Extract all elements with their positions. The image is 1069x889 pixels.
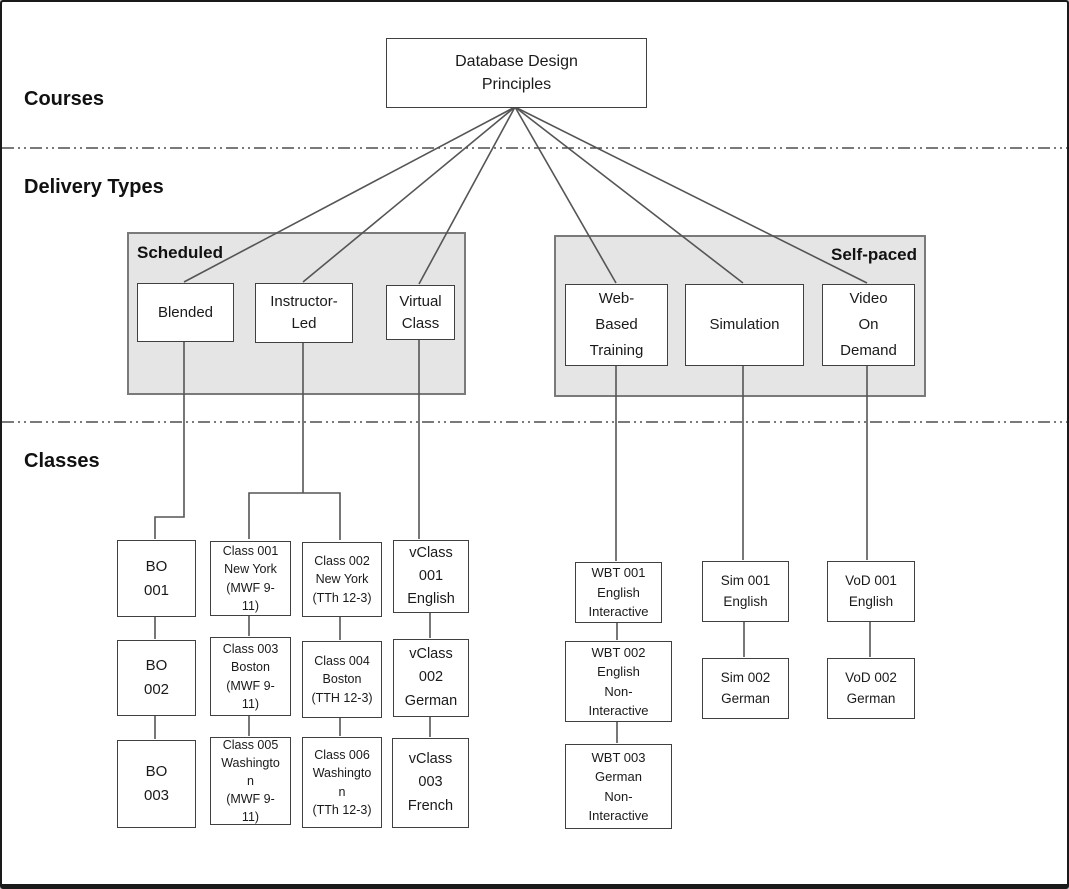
- node-delivery-instructor-led: Instructor- Led: [255, 283, 353, 343]
- lane-label-courses: Courses: [24, 88, 105, 110]
- node-vod-001: VoD 001 English: [827, 561, 915, 622]
- node-vclass-001: vClass 001 English: [393, 540, 469, 613]
- node-class-002: Class 002 New York (TTh 12-3): [302, 542, 382, 617]
- group-scheduled-label: Scheduled: [137, 243, 223, 262]
- group-self-paced-label: Self-paced: [831, 245, 917, 264]
- node-class-006: Class 006 Washingto n (TTh 12-3): [302, 737, 382, 828]
- node-wbt-001: WBT 001 English Interactive: [575, 562, 662, 623]
- node-vclass-002: vClass 002 German: [393, 639, 469, 717]
- node-sim-002: Sim 002 German: [702, 658, 789, 719]
- node-class-bo-001: BO 001: [117, 540, 196, 617]
- node-wbt-002: WBT 002 English Non- Interactive: [565, 641, 672, 722]
- node-wbt-003: WBT 003 German Non- Interactive: [565, 744, 672, 829]
- node-delivery-simulation: Simulation: [685, 284, 804, 366]
- node-sim-001: Sim 001 English: [702, 561, 789, 622]
- node-class-001: Class 001 New York (MWF 9- 11): [210, 541, 291, 616]
- node-delivery-web-based-training: Web- Based Training: [565, 284, 668, 366]
- node-delivery-blended: Blended: [137, 283, 234, 342]
- node-class-005: Class 005 Washingto n (MWF 9- 11): [210, 737, 291, 825]
- lane-label-classes: Classes: [24, 450, 100, 472]
- node-vclass-003: vClass 003 French: [392, 738, 469, 828]
- node-delivery-video-on-demand: Video On Demand: [822, 284, 915, 366]
- lane-label-delivery-types: Delivery Types: [24, 176, 164, 198]
- node-vod-002: VoD 002 German: [827, 658, 915, 719]
- node-course-database-design-principles: Database Design Principles: [386, 38, 647, 108]
- node-delivery-virtual-class: Virtual Class: [386, 285, 455, 340]
- node-class-bo-003: BO 003: [117, 740, 196, 828]
- node-class-004: Class 004 Boston (TTH 12-3): [302, 641, 382, 718]
- node-class-003: Class 003 Boston (MWF 9- 11): [210, 637, 291, 716]
- node-class-bo-002: BO 002: [117, 640, 196, 716]
